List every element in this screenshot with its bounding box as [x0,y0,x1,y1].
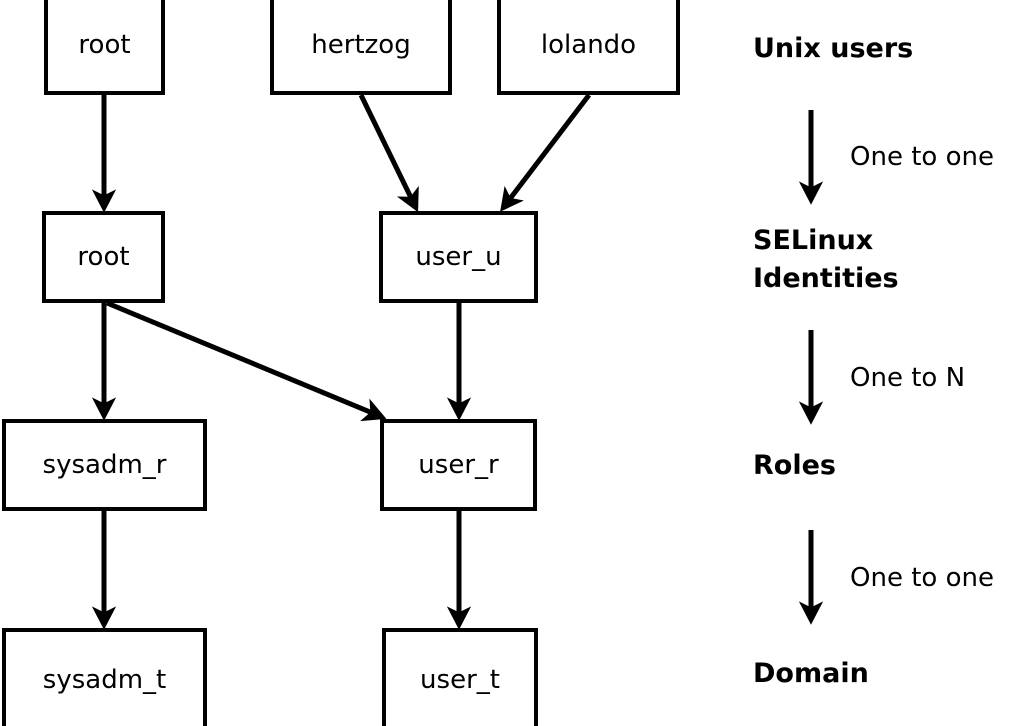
node-unix_hertzog[interactable]: hertzog [270,0,452,95]
node-unix_root[interactable]: root [44,0,165,95]
node-label: root [77,242,130,272]
node-ident_user_u[interactable]: user_u [379,211,538,303]
legend-relation-label-identity-to-roles: One to N [850,363,966,393]
node-label: sysadm_r [42,450,167,480]
node-dom_sysadm_t[interactable]: sysadm_t [2,628,207,726]
legend-layer-label-roles: Roles [753,450,836,481]
node-label: user_t [420,665,500,695]
edge-ident_root-to-role_user_r [106,300,387,422]
legend-relation-label-unix-to-identity: One to one [850,142,994,172]
node-dom_user_t[interactable]: user_t [382,628,538,726]
node-label: user_r [418,450,499,480]
legend-layer-label-selinux_identities: SELinux Identities [753,225,899,294]
node-role_sysadm_r[interactable]: sysadm_r [2,419,207,511]
edge-unix_hertzog-to-ident_user_u [358,93,419,213]
node-label: user_u [415,242,502,272]
legend-relation-label-roles-to-domain: One to one [850,563,994,593]
legend-layer-label-unix_users: Unix users [753,33,914,64]
legend-layer-label-domain: Domain [753,658,869,689]
node-label: hertzog [311,29,411,60]
node-role_user_r[interactable]: user_r [380,419,537,511]
node-ident_root[interactable]: root [42,211,165,303]
node-label: lolando [540,29,637,60]
node-unix_lolando[interactable]: lolando [497,0,680,95]
edge-unix_lolando-to-ident_user_u [500,93,591,212]
node-label: sysadm_t [42,665,167,695]
node-label: root [78,29,131,60]
